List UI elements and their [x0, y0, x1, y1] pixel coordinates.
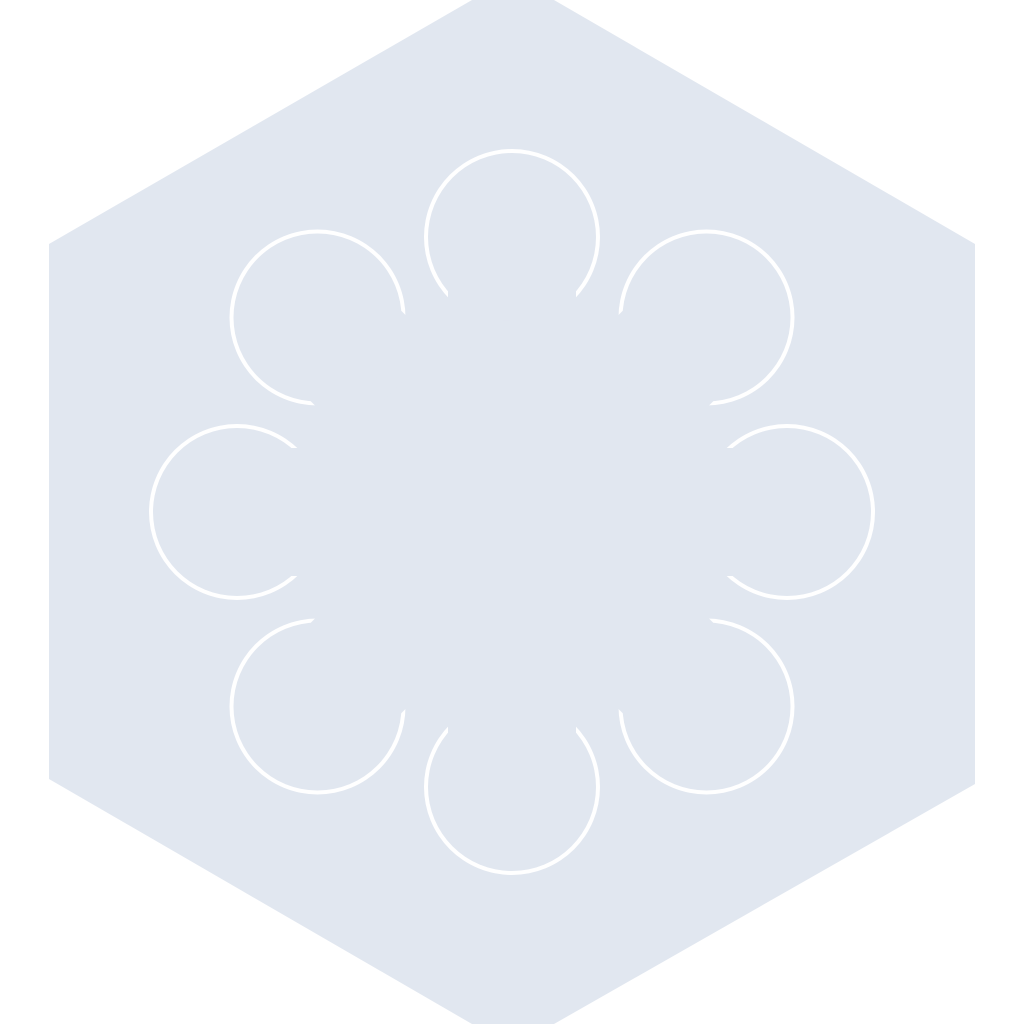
flower-lobe [703, 428, 871, 596]
eight-lobed-flower-shape [149, 149, 875, 875]
flower-lobe [622, 622, 791, 791]
flower-lobe [428, 703, 596, 871]
flower-lobe [428, 153, 596, 321]
flower-lobe [233, 622, 402, 791]
flower-center [342, 342, 682, 682]
flower-lobe [233, 233, 402, 402]
flower-lobe [153, 428, 321, 596]
flower-lobe [622, 233, 791, 402]
